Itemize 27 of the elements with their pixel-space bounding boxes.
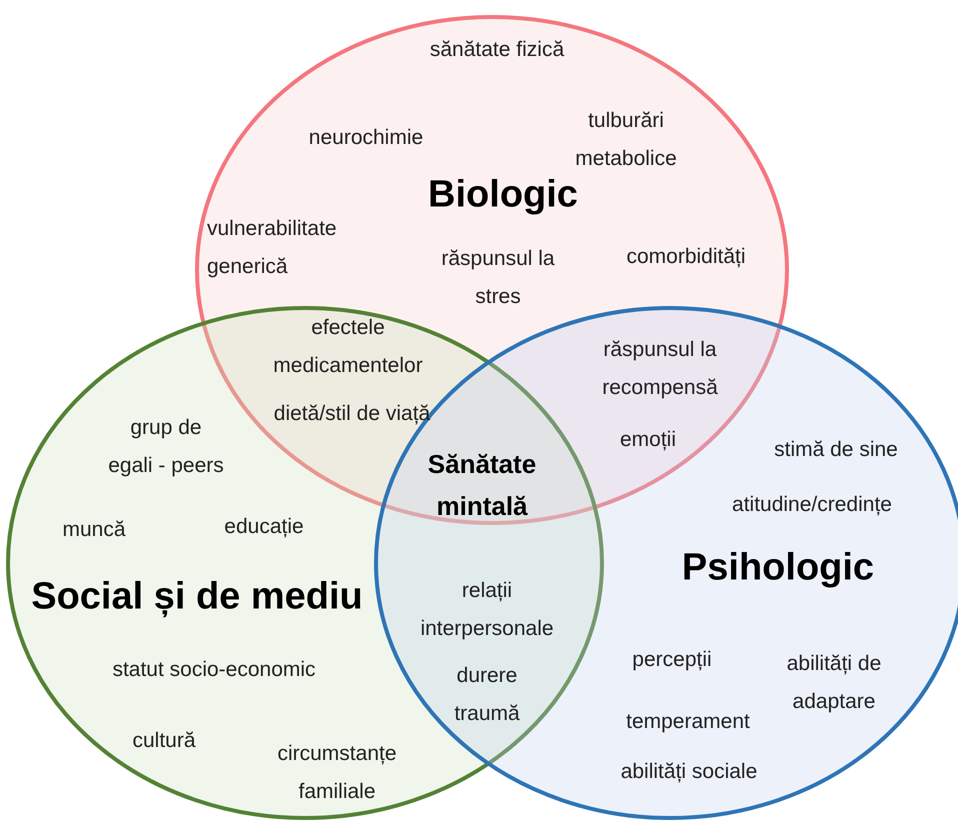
- factor-label: stimă de sine: [773, 437, 899, 463]
- factor-label: circumstanțe familiale: [276, 741, 398, 805]
- factor-label: vulnerabilitate generică: [207, 216, 338, 280]
- factor-label: abilități sociale: [620, 759, 758, 785]
- factor-label: muncă: [61, 517, 127, 543]
- factor-label: comorbidități: [625, 244, 747, 270]
- factor-label: percepții: [631, 647, 713, 673]
- factor-label: efectele medicamentelor: [272, 315, 424, 379]
- factor-label: dietă/stil de viață: [272, 401, 432, 427]
- factor-label: durere traumă: [453, 663, 521, 727]
- factor-label: educație: [223, 514, 305, 540]
- center-title: Sănătate mintală: [426, 448, 538, 523]
- factor-label: statut socio-economic: [111, 657, 317, 683]
- factor-label: cultură: [131, 728, 197, 754]
- factor-label: emoții: [618, 427, 678, 453]
- factor-label: abilități de adaptare: [786, 651, 882, 715]
- factor-label: neurochimie: [308, 125, 424, 151]
- factor-label: răspunsul la stres: [440, 246, 556, 310]
- factor-label: grup de egali - peers: [107, 415, 225, 479]
- factor-label: atitudine/credințe: [731, 492, 893, 518]
- category-title: Biologic: [428, 174, 578, 216]
- factor-label: temperament: [625, 709, 751, 735]
- factor-label: sănătate fizică: [428, 37, 566, 63]
- category-title: Psihologic: [682, 546, 874, 590]
- category-title: Social și de mediu: [31, 576, 363, 618]
- factor-label: răspunsul la recompensă: [601, 337, 719, 401]
- factor-label: tulburări metabolice: [574, 108, 678, 172]
